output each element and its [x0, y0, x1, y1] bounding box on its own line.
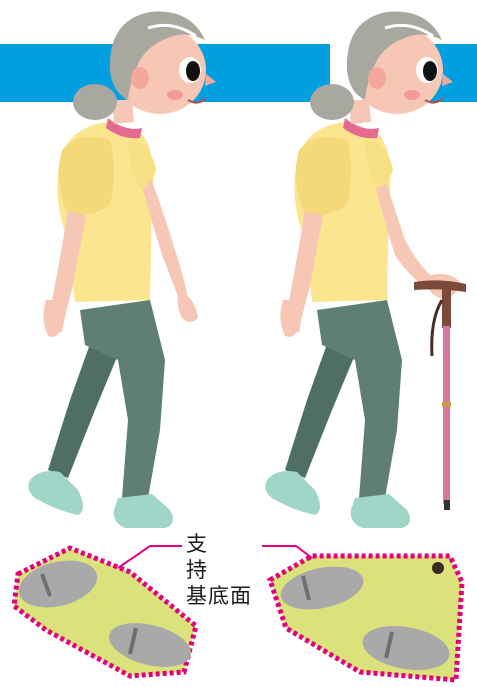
label-leader-lines — [117, 545, 313, 569]
footprint-front — [108, 623, 192, 667]
footprint-front — [362, 625, 450, 671]
cane-tip-marker — [432, 562, 444, 574]
support-base-with-cane — [266, 553, 465, 683]
support-base-label-line2: 基底面 — [186, 584, 252, 608]
support-base-without-cane — [11, 545, 199, 679]
walking-cane-icon — [414, 280, 466, 510]
footprint-back — [18, 560, 98, 608]
elderly-woman-with-cane — [265, 11, 460, 528]
elderly-woman-walking — [28, 11, 216, 528]
support-base-label: 支 持 基底面 — [186, 531, 266, 609]
footprint-back — [280, 566, 364, 610]
support-base-label-line1: 支 持 — [186, 532, 219, 582]
